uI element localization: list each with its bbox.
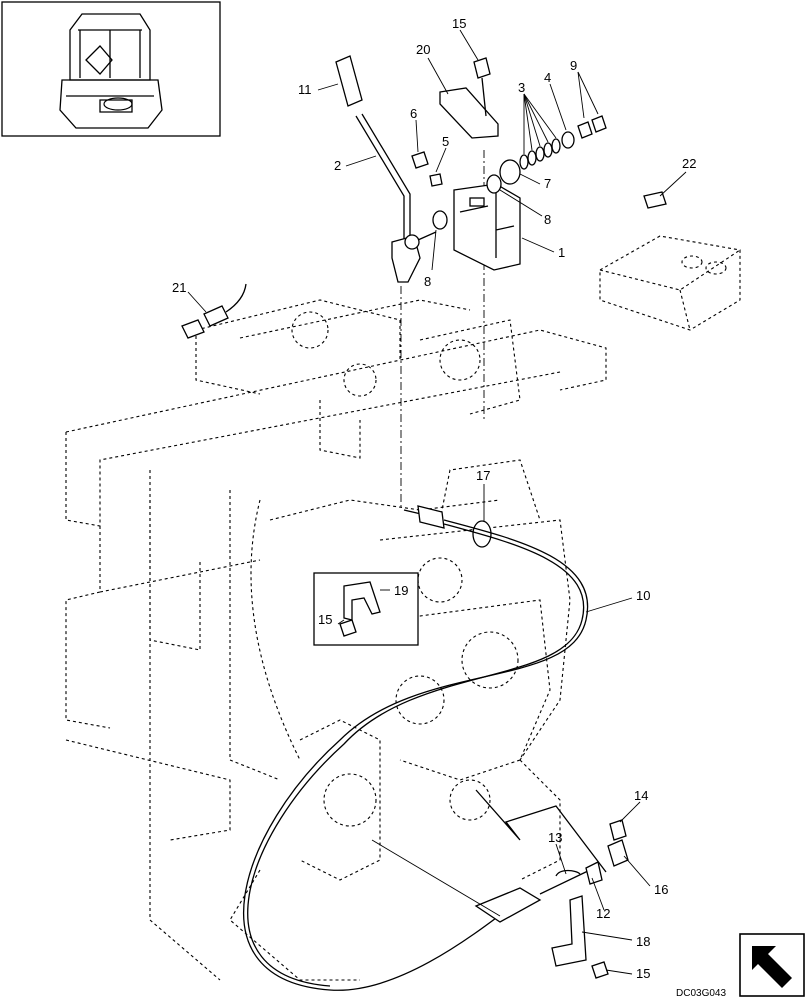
drawing-code: DC03G043: [676, 988, 726, 999]
callout-2: 2: [334, 158, 341, 173]
bracket-inset-19: [313, 572, 419, 646]
callout-8a: 8: [544, 212, 551, 227]
lever-pivot: [404, 234, 420, 250]
callout-17: 17: [476, 468, 490, 483]
washer-4: [561, 131, 575, 149]
washer-8a: [486, 174, 502, 194]
cable-end-12: [585, 861, 603, 885]
friction-disc-7: [499, 159, 521, 185]
washer-8b: [432, 210, 448, 230]
callout-19: 19: [394, 583, 408, 598]
pivot-bolt: [417, 231, 437, 241]
nut-5: [429, 173, 443, 187]
machine-overview-thumbnail: [1, 1, 221, 137]
mount-plate: [439, 87, 499, 139]
callout-15a: 15: [452, 16, 466, 31]
callout-15b: 15: [318, 612, 332, 627]
leader-lines: [187, 29, 687, 975]
spring-washers: [519, 138, 561, 170]
callout-4: 4: [544, 70, 551, 85]
cable-bracket-18: [551, 895, 587, 967]
bolt-14: [609, 819, 627, 841]
throttle-cable-10: [243, 505, 591, 991]
callout-13: 13: [548, 830, 562, 845]
throttle-lever: [355, 113, 411, 244]
nut-9a: [577, 121, 593, 139]
callout-18: 18: [636, 934, 650, 949]
callout-10: 10: [636, 588, 650, 603]
callout-8b: 8: [424, 274, 431, 289]
callout-3: 3: [518, 80, 525, 95]
callout-11: 11: [298, 82, 312, 97]
bolt-top: [473, 57, 491, 79]
callout-21: 21: [172, 280, 186, 295]
callout-6: 6: [410, 106, 417, 121]
bolt-6: [411, 151, 429, 169]
callout-5: 5: [442, 134, 449, 149]
callout-20: 20: [416, 42, 430, 57]
callout-12: 12: [596, 906, 610, 921]
lever-knob: [335, 55, 363, 107]
nut-9b: [591, 115, 607, 133]
callout-16: 16: [654, 882, 668, 897]
callout-labels: 1 2 3 4 5 6 7 8 8 9 10 11 12 13 14 15 15…: [172, 16, 696, 981]
callout-1: 1: [558, 245, 565, 260]
connector-21: [181, 283, 247, 339]
swivel-16: [607, 839, 629, 867]
callout-7: 7: [544, 176, 551, 191]
callout-22: 22: [682, 156, 696, 171]
next-page-arrow-icon[interactable]: [739, 933, 805, 997]
decal-location-panel: [599, 191, 741, 331]
bolt-15-bottom: [591, 961, 609, 979]
callout-9: 9: [570, 58, 577, 73]
break-line: [475, 789, 607, 873]
decal-22: [643, 191, 667, 209]
callout-15c: 15: [636, 966, 650, 981]
clip-13: [555, 869, 581, 877]
callout-14: 14: [634, 788, 648, 803]
